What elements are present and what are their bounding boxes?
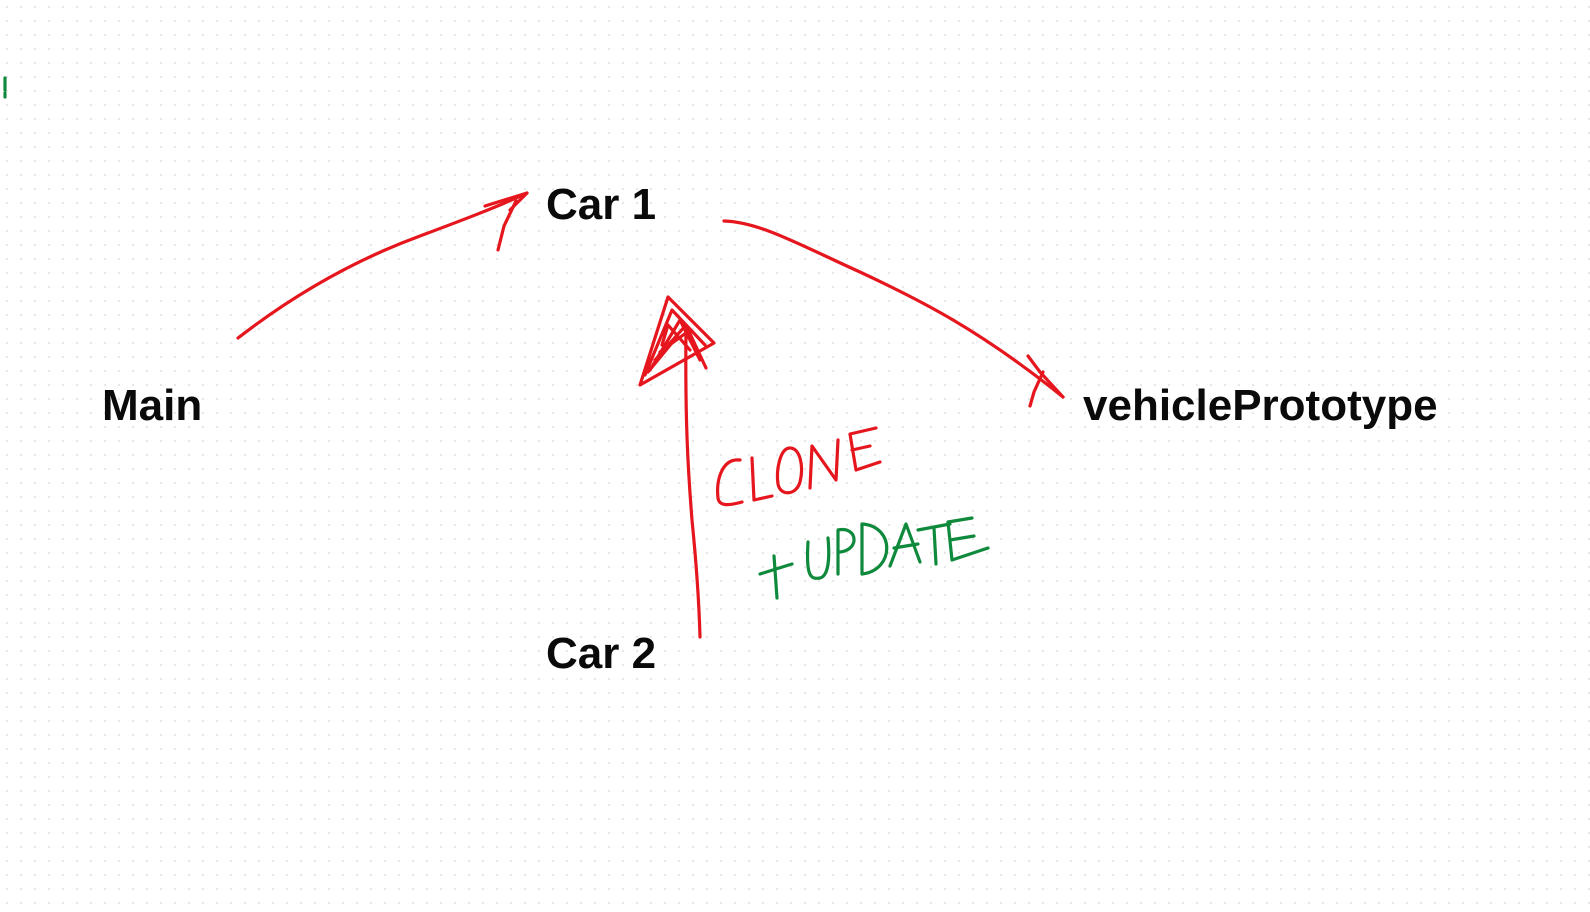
letter-a bbox=[888, 522, 922, 568]
arrow-car1-to-vehicle bbox=[722, 219, 1065, 408]
annotation-clone-handwriting bbox=[716, 426, 882, 507]
letter-l bbox=[750, 456, 774, 502]
letter-t bbox=[916, 522, 952, 566]
arrow-car2-to-car1-head bbox=[638, 295, 716, 387]
arrow-car2-to-car1-shaft bbox=[684, 328, 702, 639]
letter-c bbox=[716, 458, 744, 507]
letter-o bbox=[775, 446, 804, 495]
node-car-2: Car 2 bbox=[546, 629, 657, 678]
arrow-main-to-car1-shaft bbox=[236, 191, 529, 340]
node-car-1: Car 1 bbox=[546, 180, 657, 229]
letter-d bbox=[860, 522, 889, 576]
letter-n bbox=[808, 438, 840, 490]
letter-p bbox=[836, 528, 856, 576]
letter-e2 bbox=[946, 516, 990, 562]
arrow-car1-to-vehicle-shaft bbox=[722, 219, 1065, 399]
arrow-main-to-car1-head bbox=[483, 191, 529, 252]
letter-e bbox=[848, 426, 882, 472]
node-vehicle-prototype: vehiclePrototype bbox=[1083, 381, 1438, 430]
node-main: Main bbox=[102, 381, 203, 430]
annotation-update-handwriting bbox=[758, 516, 990, 600]
arrow-car2-to-car1 bbox=[638, 295, 716, 639]
arrow-main-to-car1 bbox=[236, 191, 529, 340]
arrow-car1-to-vehicle-head bbox=[1026, 354, 1065, 408]
letter-u bbox=[805, 536, 831, 580]
plus-sign bbox=[758, 554, 794, 600]
